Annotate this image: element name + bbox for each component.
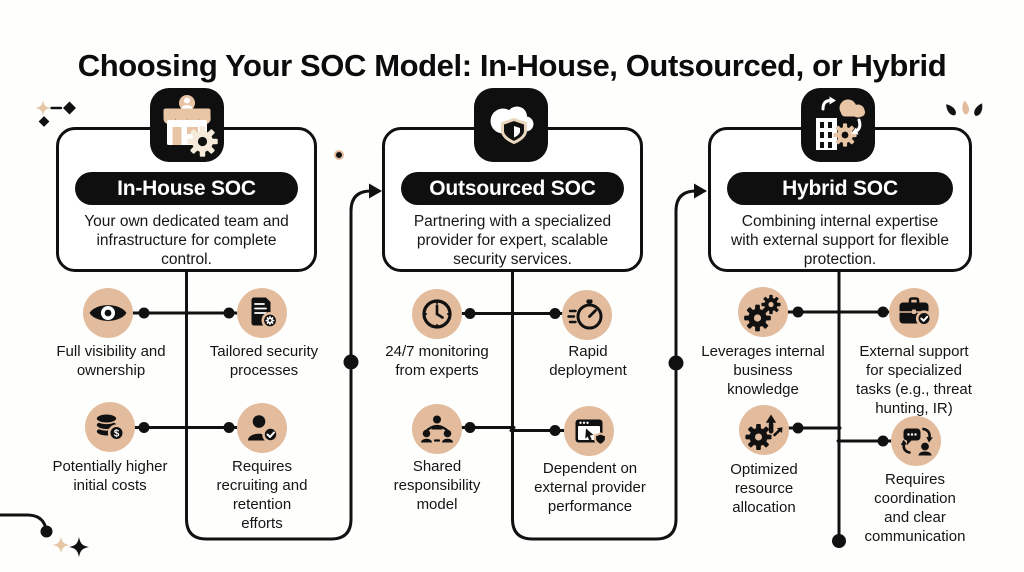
feature-label: Requires coordination and clear communic… [864,471,966,545]
column-connectors [106,189,917,541]
arrow-icon [694,183,707,199]
curve-end-dot [40,525,53,538]
document-gear-icon [237,288,287,338]
feature-label: Leverages internal business knowledge [701,343,825,398]
tan-teardrop-icon [961,100,970,115]
double-gears-icon [738,287,788,337]
coins-dollar-icon: $ [85,402,135,452]
briefcase-check-icon [889,288,939,338]
tan-sparkle-icon [52,536,70,554]
black-diamond-icon [62,101,77,115]
storefront-gear-icon [150,88,224,162]
cloud-shield-icon [474,88,548,162]
svg-text:$: $ [114,429,120,440]
tan-sparkle-icon [35,100,51,116]
team-network-icon [412,404,462,454]
card-description: Partnering with a specialized provider f… [413,213,612,268]
stopwatch-icon [562,290,612,340]
corner-curve-decoration [0,513,47,529]
connector-outsourced-to-hybrid [511,189,699,541]
card-title-pill: Hybrid SOC [727,172,953,205]
gear-growth-icon [739,405,789,455]
feature-label: Rapid deployment [549,343,627,379]
chat-sync-person-icon [891,416,941,466]
card-title-pill: Outsourced SOC [401,172,624,205]
decorations [0,100,985,557]
feature-label: Full visibility and ownership [56,343,166,379]
arrow-icon [369,183,382,199]
connector-inhouse-to-outsourced [185,189,374,541]
feature-label: Potentially higher initial costs [52,458,168,494]
feature-label: Shared responsibility model [393,458,481,513]
small-dot-decoration [334,150,344,160]
card-description: Your own dedicated team and infrastructu… [84,213,289,268]
feature-label: External support for specialized tasks (… [856,343,972,417]
black-diamond-icon [38,116,50,127]
browser-shield-icon [564,406,614,456]
card-title-pill: In-House SOC [75,172,298,205]
feature-label: Requires recruiting and retention effort… [216,458,308,532]
feature-label: Dependent on external provider performan… [534,460,646,515]
black-sparkle-icon [69,537,89,557]
feature-label: Optimized resource allocation [730,461,798,516]
card-description: Combining internal expertise with extern… [731,213,949,268]
clock-icon [412,289,462,339]
black-teardrop-icon [972,101,985,118]
page-title: Choosing Your SOC Model: In-House, Outso… [77,47,947,83]
arrowheads [369,183,707,199]
feature-label: 24/7 monitoring from experts [385,343,489,379]
building-cloud-sync-icon [801,88,875,162]
eye-icon [83,288,133,338]
connector-dots [138,306,889,548]
black-teardrop-icon [943,102,958,118]
person-check-icon [237,403,287,453]
feature-label: Tailored security processes [209,343,319,379]
